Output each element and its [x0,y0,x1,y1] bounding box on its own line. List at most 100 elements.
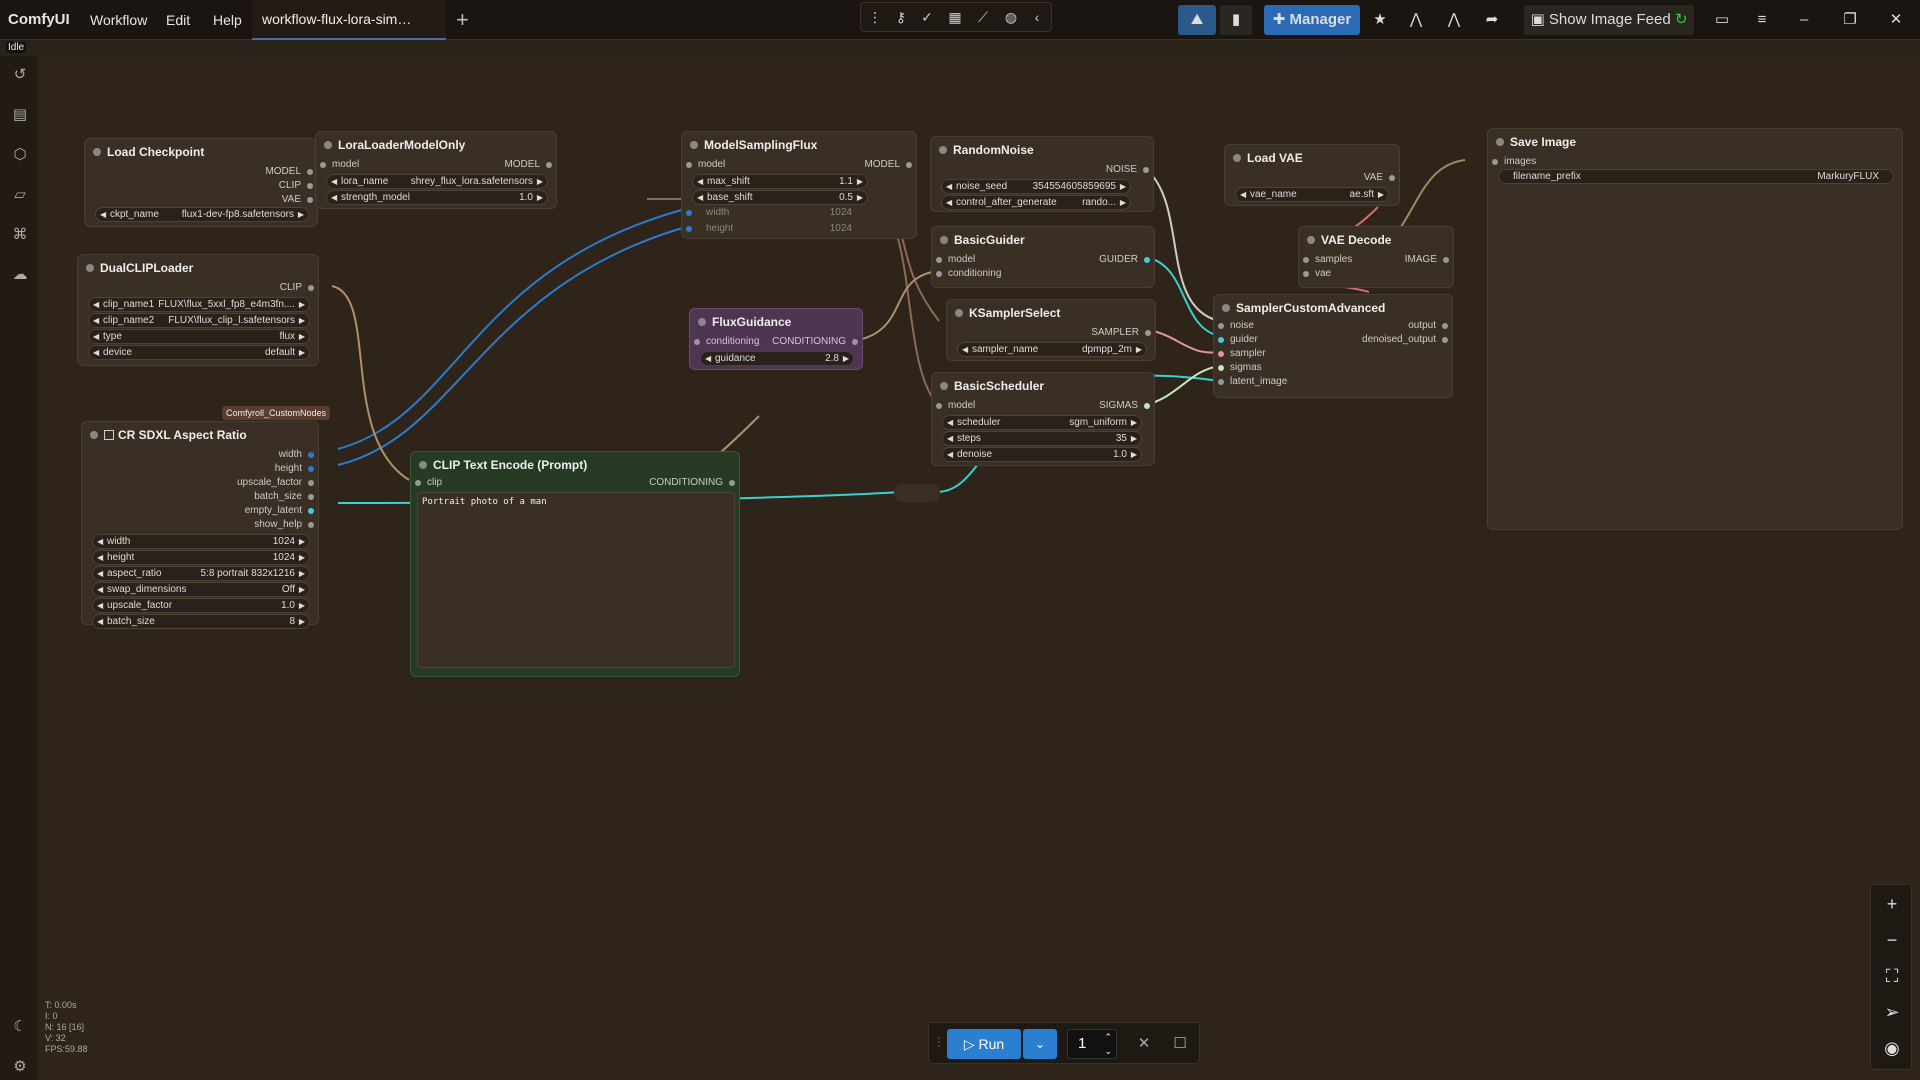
check-circle-icon[interactable]: ✓ [921,9,933,25]
output-image[interactable]: IMAGE [1405,253,1449,267]
output-denoised[interactable]: denoised_output [1362,333,1448,347]
output-guider[interactable]: GUIDER [1099,253,1150,267]
node-sampler-custom-advanced[interactable]: SamplerCustomAdvanced noise guider sampl… [1213,294,1453,398]
output-noise[interactable]: NOISE [1106,163,1149,177]
cloud-upload-icon[interactable]: ☁ [12,266,28,283]
hamburger-icon[interactable]: ≡ [1757,11,1767,28]
moon-icon[interactable]: ☾ [13,1018,27,1035]
node-canvas[interactable]: Load Checkpoint MODEL CLIP VAE ◀ckpt_nam… [39,56,1920,1080]
output-sigmas[interactable]: SIGMAS [1099,399,1150,413]
output-conditioning[interactable]: CONDITIONING [649,476,735,490]
input-clip[interactable]: clip [415,476,442,490]
input-samples[interactable]: samples [1303,253,1352,267]
zoom-in-icon[interactable]: + [1886,894,1898,914]
output-empty-latent[interactable]: empty_latent [245,504,314,518]
input-guider[interactable]: guider [1218,333,1258,347]
node-flux-guidance[interactable]: FluxGuidance conditioning CONDITIONING ◀… [689,308,863,370]
model-alt-icon[interactable]: ⋀ [1447,11,1461,28]
output-clip[interactable]: CLIP [280,281,314,295]
output-batch-size[interactable]: batch_size [254,490,314,504]
more-vertical-icon[interactable]: ⋮ [868,9,882,25]
github-icon[interactable]: ◍ [1004,9,1018,25]
star-icon[interactable]: ★ [1373,11,1387,28]
manager-button[interactable]: ✚ Manager [1264,5,1360,35]
show-image-feed-button[interactable]: ▣ Show Image Feed ↻ [1524,5,1694,35]
input-model[interactable]: model [320,158,359,172]
fit-view-icon[interactable]: ⛶ [1885,966,1899,986]
input-conditioning[interactable]: conditioning [694,335,759,349]
input-sigmas[interactable]: sigmas [1218,361,1262,375]
bypass-checkbox[interactable] [104,430,114,440]
output-vae[interactable]: VAE [282,193,313,207]
select-tool-icon[interactable]: ➢ [1884,1002,1900,1022]
drag-handle-icon[interactable]: ⋮ [933,1035,945,1049]
maximize-icon[interactable]: ❐ [1843,11,1857,28]
batch-count-input[interactable]: 1⌃⌄ [1067,1029,1117,1059]
clear-queue-icon[interactable]: ☐ [1173,1035,1187,1052]
table-icon[interactable]: ▦ [948,9,962,25]
output-model[interactable]: MODEL [504,158,552,172]
chart-icon[interactable]: ⟋ [978,9,988,25]
cancel-icon[interactable]: ✕ [1137,1035,1151,1052]
menu-workflow[interactable]: Workflow [90,12,148,28]
output-conditioning[interactable]: CONDITIONING [772,335,858,349]
output-height[interactable]: height [275,462,314,476]
tab-workflow[interactable]: workflow-flux-lora-sim… [252,0,446,40]
close-icon[interactable]: ✕ [1889,11,1903,28]
node-cr-sdxl-aspect-ratio[interactable]: CR SDXL Aspect Ratio width height upscal… [81,421,319,629]
menu-help[interactable]: Help [213,12,242,28]
input-vae[interactable]: vae [1303,267,1331,281]
output-vae[interactable]: VAE [1364,171,1395,185]
collapse-chevron-icon[interactable]: ‹ [1034,9,1040,25]
prompt-textarea[interactable]: Portrait photo of a man [418,493,734,667]
bookmark-icon[interactable]: ▮ [1220,5,1252,35]
output-clip[interactable]: CLIP [279,179,313,193]
input-latent-image[interactable]: latent_image [1218,375,1287,389]
input-model[interactable]: model [936,253,975,267]
input-model[interactable]: model [936,399,975,413]
output-width[interactable]: width [279,448,314,462]
input-images[interactable]: images [1492,155,1536,169]
node-load-checkpoint[interactable]: Load Checkpoint MODEL CLIP VAE ◀ckpt_nam… [84,138,318,227]
input-noise[interactable]: noise [1218,319,1254,333]
history-icon[interactable]: ↺ [13,66,27,83]
input-sampler[interactable]: sampler [1218,347,1266,361]
folder-icon[interactable]: ▱ [14,186,26,203]
menu-edit[interactable]: Edit [166,12,191,28]
cube-icon[interactable]: ⬡ [13,146,27,163]
minimize-icon[interactable]: – [1799,11,1809,28]
new-tab-plus-icon[interactable]: + [456,7,469,32]
output-show-help[interactable]: show_help [254,518,314,532]
share-icon[interactable]: ➦ [1485,11,1499,28]
queue-icon[interactable]: ▤ [12,106,28,123]
zoom-out-icon[interactable]: − [1886,930,1898,950]
